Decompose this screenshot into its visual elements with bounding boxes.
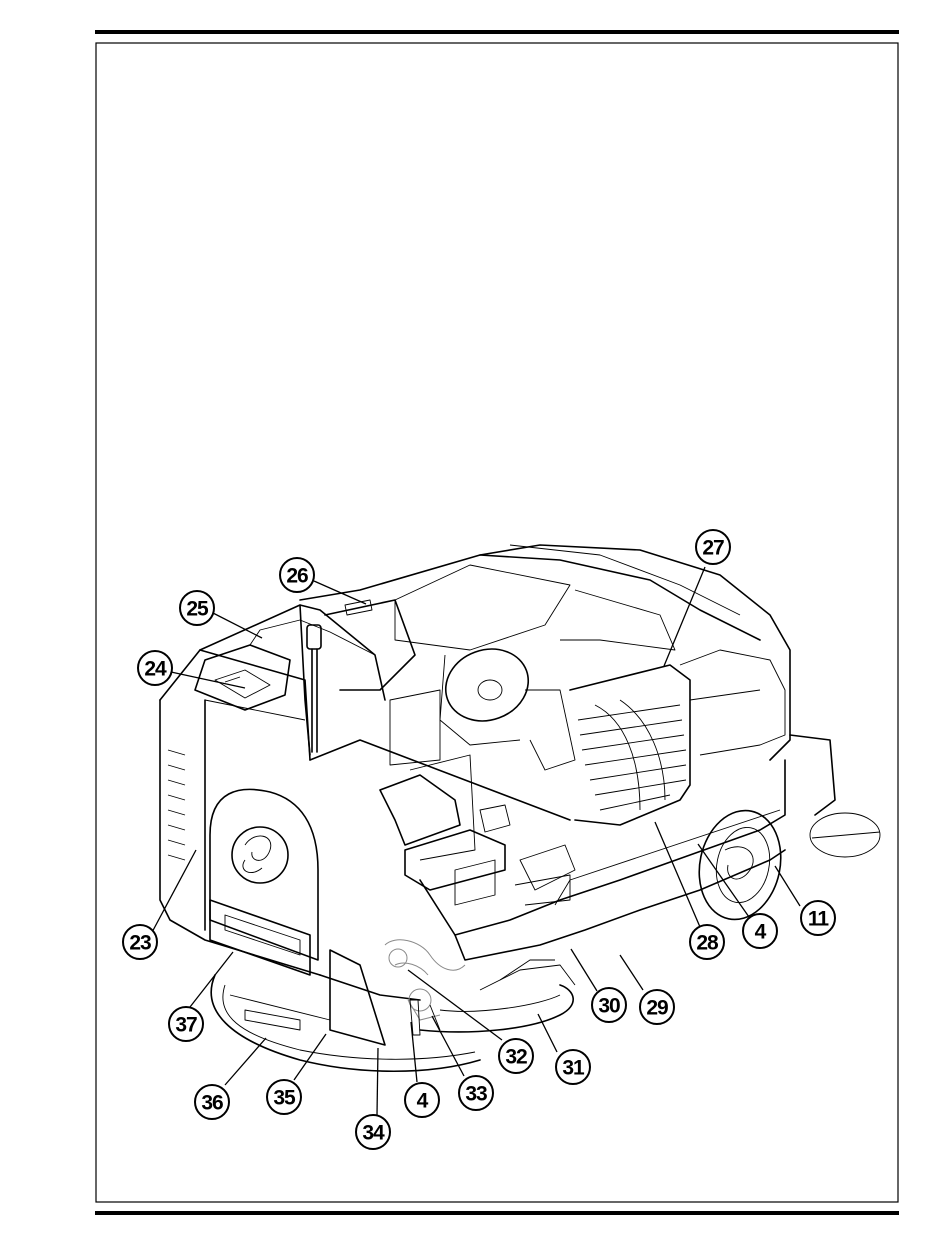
- callout-label: 34: [362, 1122, 385, 1145]
- callout-4-upper: 4: [743, 914, 777, 948]
- callout-34: 34: [356, 1115, 390, 1149]
- callout-label: 36: [201, 1092, 223, 1115]
- callout-25: 25: [180, 591, 214, 625]
- scrubber-machine-illustration: [160, 545, 880, 1071]
- callout-label: 29: [646, 997, 668, 1020]
- callout-label: 23: [129, 932, 151, 955]
- top-rule: [95, 30, 899, 34]
- callout-24: 24: [138, 651, 172, 685]
- callout-23: 23: [123, 925, 157, 959]
- callout-36: 36: [195, 1085, 229, 1119]
- callout-label: 4: [417, 1090, 429, 1113]
- callout-label: 30: [598, 995, 620, 1018]
- callout-label: 32: [505, 1046, 527, 1069]
- callout-label: 4: [755, 921, 767, 944]
- callout-label: 27: [702, 537, 724, 560]
- callout-label: 11: [808, 908, 830, 931]
- callout-11: 11: [801, 901, 835, 935]
- callout-label: 28: [696, 932, 719, 955]
- callout-label: 33: [465, 1083, 487, 1106]
- page-frame: [96, 43, 898, 1202]
- callout-26: 26: [280, 558, 314, 592]
- callout-32: 32: [499, 1039, 533, 1073]
- callout-label: 25: [186, 598, 209, 621]
- callout-33: 33: [459, 1076, 493, 1110]
- callout-label: 26: [286, 565, 308, 588]
- callout-29: 29: [640, 990, 674, 1024]
- bottom-rule: [95, 1211, 899, 1215]
- callout-27: 27: [696, 530, 730, 564]
- callout-28: 28: [690, 925, 724, 959]
- callout-4-lower: 4: [405, 1083, 439, 1117]
- callout-30: 30: [592, 988, 626, 1022]
- leader-lines: [150, 567, 800, 1115]
- callout-label: 37: [175, 1014, 197, 1037]
- callout-label: 31: [562, 1057, 585, 1080]
- callout-label: 35: [273, 1087, 296, 1110]
- callout-35: 35: [267, 1080, 301, 1114]
- callout-label: 24: [144, 658, 167, 681]
- callout-37: 37: [169, 1007, 203, 1041]
- callout-31: 31: [556, 1050, 590, 1084]
